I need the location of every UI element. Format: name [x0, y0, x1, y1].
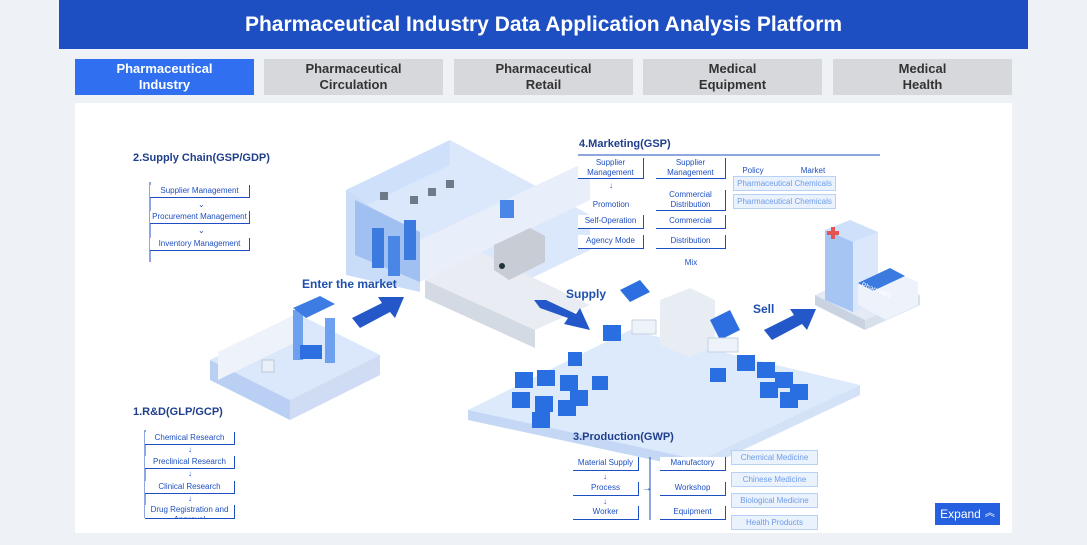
right-arrow-icon: →: [642, 483, 652, 494]
supply-arrow: [534, 300, 590, 330]
production-item: Workshop: [660, 482, 726, 496]
production-tag: Chinese Medicine: [731, 472, 818, 487]
down-arrow-icon: ↓: [603, 497, 607, 506]
rd-title: 1.R&D(GLP/GCP): [133, 406, 223, 418]
supply-chain-item: Procurement Management: [150, 211, 250, 224]
supply-chain-item: Inventory Management: [150, 238, 250, 251]
marketing-tag: Pharmaceutical Chemicals: [733, 176, 836, 191]
production-tag: Chemical Medicine: [731, 450, 818, 465]
page-title: Pharmaceutical Industry Data Application…: [59, 0, 1028, 49]
production-item: Manufactory: [660, 457, 726, 471]
marketing-tag: Pharmaceutical Chemicals: [733, 194, 836, 209]
production-tag: Biological Medicine: [731, 493, 818, 508]
marketing-item: Commercial: [656, 215, 726, 229]
down-arrow-icon: ↓: [188, 445, 192, 454]
flow-arrows: [352, 297, 816, 340]
marketing-item: Self-Operation: [578, 215, 644, 229]
warehouse-illustration: [346, 140, 590, 348]
supply-label: Supply: [566, 287, 607, 301]
lab-illustration: [210, 296, 380, 420]
down-arrow-icon: ⌄: [198, 200, 205, 209]
down-arrow-icon: ↓: [609, 181, 613, 190]
rd-item: Preclinical Research: [145, 456, 235, 469]
enter-market-label: Enter the market: [302, 277, 397, 291]
expand-label: Expand: [940, 507, 981, 521]
marketing-item: Agency Mode: [578, 235, 644, 249]
production-item: Process: [573, 482, 639, 496]
expand-button[interactable]: Expand ︽: [935, 503, 1000, 525]
double-chevron-up-icon: ︽: [984, 508, 995, 519]
factory-illustration: [468, 280, 860, 470]
down-arrow-icon: ↓: [188, 494, 192, 503]
sell-arrow: [764, 309, 816, 340]
tab-medical-equipment[interactable]: Medical Equipment: [643, 59, 822, 95]
production-title: 3.Production(GWP): [573, 431, 674, 443]
marketing-item: Commercial Distribution: [656, 190, 726, 211]
production-item: Material Supply: [573, 457, 639, 471]
rd-item: Clinical Research: [145, 481, 235, 494]
marketing-item: Supplier Management: [656, 158, 726, 179]
down-arrow-icon: ⌄: [198, 226, 205, 235]
supply-chain-title: 2.Supply Chain(GSP/GDP): [133, 152, 270, 164]
marketing-item: Supplier Management: [578, 158, 644, 179]
down-arrow-icon: ↓: [188, 469, 192, 478]
marketing-item: Promotion: [592, 200, 630, 209]
sell-label: Sell: [753, 302, 775, 316]
down-arrow-icon: ↓: [603, 472, 607, 481]
pharmacy-illustration: [815, 220, 920, 330]
marketing-item: Mix: [684, 258, 698, 267]
tab-pharmaceutical-industry[interactable]: Pharmaceutical Industry: [75, 59, 254, 95]
tab-medical-health[interactable]: Medical Health: [833, 59, 1012, 95]
production-item: Equipment: [660, 506, 726, 520]
tab-bar: Pharmaceutical Industry Pharmaceutical C…: [75, 59, 1012, 95]
policy-header: Policy: [742, 166, 764, 175]
marketing-title: 4.Marketing(GSP): [579, 138, 671, 150]
production-tag: Health Products: [731, 515, 818, 530]
supply-chain-item: Supplier Management: [150, 185, 250, 198]
market-header: Market: [800, 166, 826, 175]
enter-market-arrow: [352, 297, 404, 328]
tab-pharmaceutical-retail[interactable]: Pharmaceutical Retail: [454, 59, 633, 95]
production-item: Worker: [573, 506, 639, 520]
rd-item: Chemical Research: [145, 432, 235, 445]
rd-item: Drug Registration and Approval: [145, 505, 235, 519]
marketing-item: Distribution: [656, 235, 726, 249]
tab-pharmaceutical-circulation[interactable]: Pharmaceutical Circulation: [264, 59, 443, 95]
